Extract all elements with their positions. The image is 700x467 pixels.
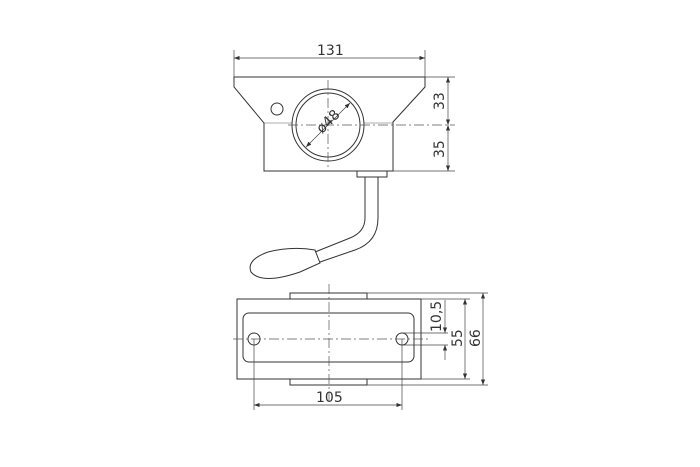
inner-width-label: 55: [450, 329, 466, 347]
upper-height-label: 33: [432, 92, 448, 110]
clamp-front-view: ø48 131 33 35: [233, 43, 455, 279]
base-plate: [242, 312, 415, 363]
mount-hole: [270, 102, 284, 116]
lower-height-label: 35: [432, 140, 448, 158]
hole-spacing-label: 105: [316, 390, 343, 406]
top-width-label: 131: [317, 43, 344, 59]
lever-handle: [249, 170, 388, 279]
outer-width-label: 66: [468, 329, 484, 347]
clamp-plan-view: 105 10,5 55 66: [233, 284, 488, 410]
hole-offset-label: 10,5: [429, 301, 445, 332]
